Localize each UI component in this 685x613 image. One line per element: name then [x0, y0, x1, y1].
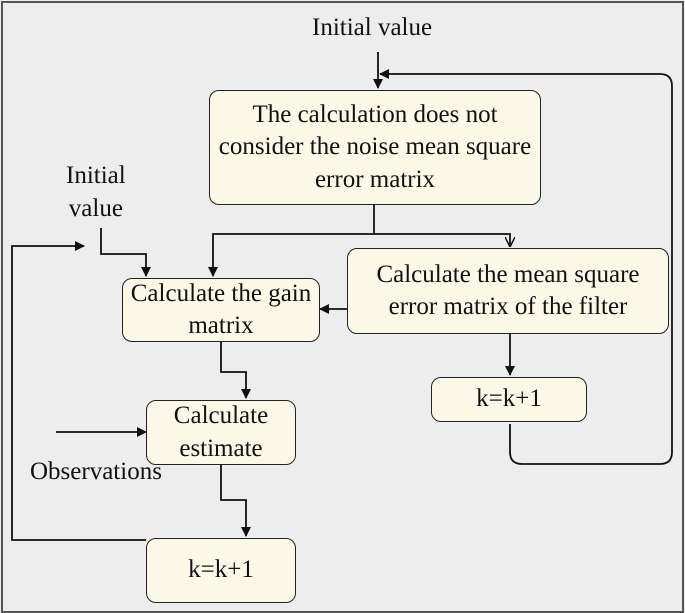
arrow-estimate-to-k-left — [220, 465, 251, 537]
arrow-loop-right — [379, 69, 673, 465]
initial-value-top-label: Initial value — [312, 14, 433, 41]
observations-label: Observations — [30, 458, 162, 485]
box-calculate-estimate: Calculate estimate — [146, 400, 296, 465]
box-k-increment-right: k=k+1 — [431, 377, 587, 422]
initial-value-left-label: Initial value — [66, 162, 126, 222]
arrow-split-to-mse — [374, 233, 510, 246]
arrow-split-to-gain — [208, 233, 374, 277]
box-no-noise-calculation: The calculation does not consider the no… — [209, 90, 541, 205]
box-k-increment-left: k=k+1 — [146, 538, 296, 603]
arrow-initial-value-left — [100, 228, 151, 277]
box-mean-square-error-filter: Calculate the mean square error matrix o… — [347, 248, 669, 334]
arrow-loop-left — [11, 241, 146, 541]
arrow-gain-to-estimate — [220, 342, 251, 399]
box-gain-matrix: Calculate the gain matrix — [122, 278, 320, 342]
